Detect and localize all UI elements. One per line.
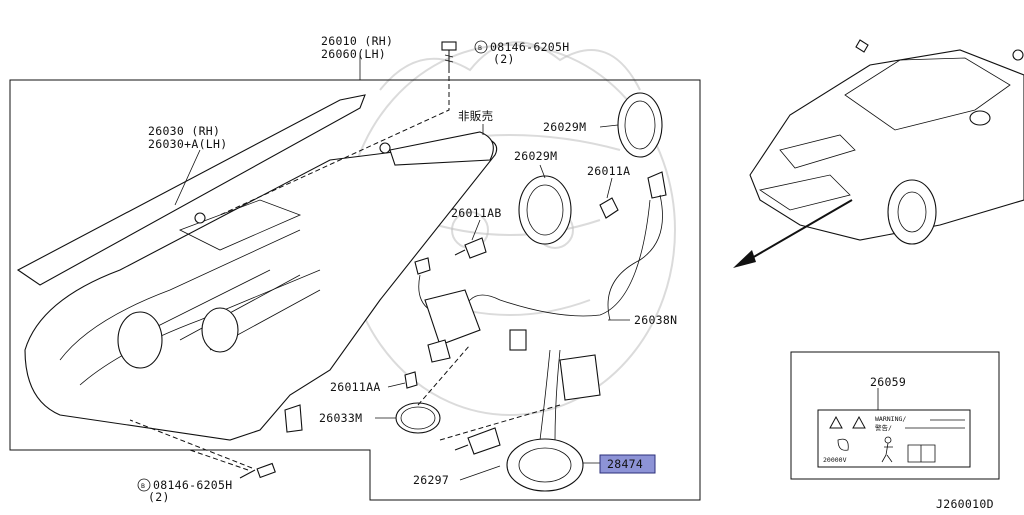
warning-voltage: 20000V [823,456,847,464]
label-26060-lh: 26060(LH) [321,47,386,61]
headlamp-housing [16,94,498,441]
leader-lines [174,124,630,481]
label-bolt-bottom: 08146-6205H [153,478,232,492]
label-26010-rh: 26010 (RH) [321,34,393,48]
label-26029m-lower: 26029M [514,149,557,163]
label-bolt-top: 08146-6205H [490,40,569,54]
label-28474: 28474 [607,457,643,471]
assembly-frame [9,79,701,501]
diagram-id-code: J260010D [936,497,994,511]
part-labels: 26010 (RH) 26060(LH) B 08146-6205H (2) 2… [137,34,994,511]
warning-heading-jp: 警告/ [875,423,892,432]
label-26033m: 26033M [319,411,362,425]
label-26030-rh: 26030 (RH) [148,124,220,138]
highlight-28474 [599,454,656,474]
label-26011ab: 26011AB [451,206,502,220]
label-26297: 26297 [413,473,449,487]
label-26030a-lh: 26030+A(LH) [148,137,227,151]
label-bolt-bottom-qty: (2) [148,490,170,504]
bolt-symbol-top: B [478,44,482,52]
label-26011a: 26011A [587,164,630,178]
bolt-symbol-bottom: B [141,482,145,490]
label-not-sold: 非販売 [458,109,493,123]
label-bolt-top-qty: (2) [493,52,515,66]
bolt-top [441,41,457,68]
label-26038n: 26038N [634,313,677,327]
warning-heading: WARNING/ [875,415,906,423]
direction-arrow [733,199,853,268]
bolt-bottom [239,462,276,479]
label-26059: 26059 [870,375,906,389]
vehicle-illustration [749,39,1024,245]
label-callout-box [790,351,1000,480]
label-26029m-upper: 26029M [543,120,586,134]
label-26011aa: 26011AA [330,380,381,394]
warning-label: WARNING/ 警告/ 20000V [817,409,971,468]
